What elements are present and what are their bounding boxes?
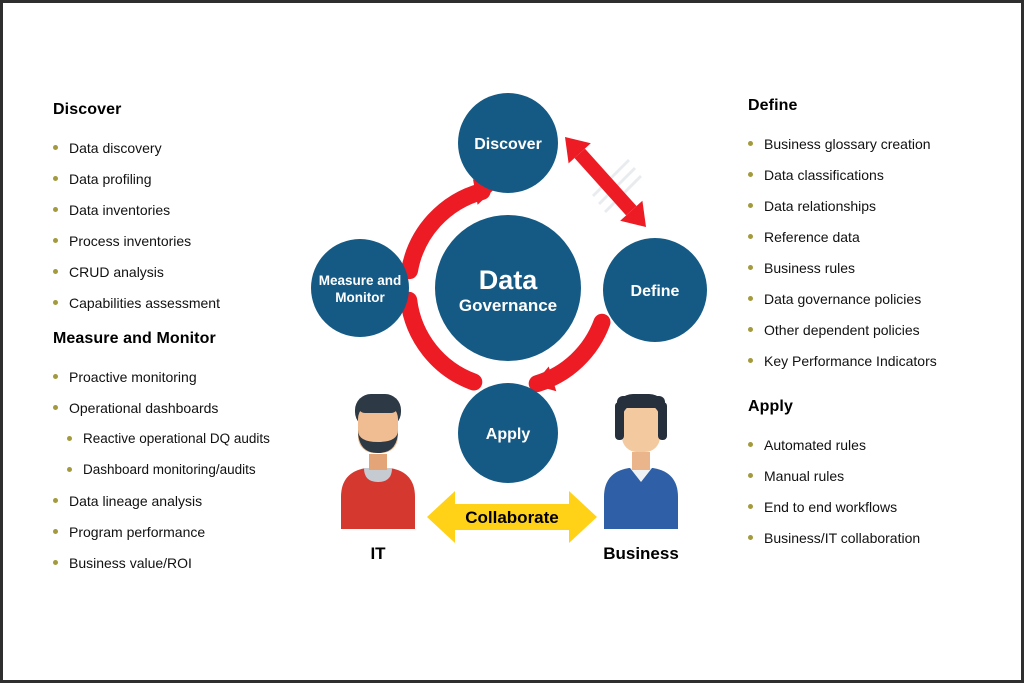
cycle-arrowheads (473, 179, 557, 392)
node-discover-label: Discover (474, 136, 542, 153)
it-face (358, 403, 398, 453)
list-item: Business rules (748, 252, 988, 283)
define-list: Business glossary creation Data classifi… (748, 128, 988, 376)
list-item: Data classifications (748, 159, 988, 190)
list-item: Program performance (53, 516, 315, 547)
left-panel: Discover Data discovery Data profiling D… (53, 101, 315, 578)
bullet-icon (53, 498, 58, 503)
node-measure-monitor: Measure and Monitor (311, 239, 409, 337)
bullet-icon (53, 176, 58, 181)
list-item: Data relationships (748, 190, 988, 221)
bullet-icon (748, 358, 753, 363)
list-item: Business value/ROI (53, 547, 315, 578)
it-collar (364, 468, 392, 482)
apply-list: Automated rules Manual rules End to end … (748, 429, 988, 553)
node-apply: Apply (458, 383, 558, 483)
collaborate-label: Collaborate (465, 508, 559, 527)
right-panel: Define Business glossary creation Data c… (748, 97, 988, 553)
it-label: IT (370, 544, 386, 563)
bullet-icon (53, 269, 58, 274)
discover-define-double-arrow (565, 137, 646, 227)
list-item: Data lineage analysis (53, 485, 315, 516)
list-item: Process inventories (53, 225, 315, 256)
list-item: Key Performance Indicators (748, 345, 988, 376)
arrowhead-to-apply (533, 366, 557, 392)
list-item: Capabilities assessment (53, 287, 315, 318)
bullet-icon (53, 238, 58, 243)
list-item: Data inventories (53, 194, 315, 225)
measure-monitor-list: Proactive monitoring Operational dashboa… (53, 361, 315, 578)
node-define: Define (603, 238, 707, 342)
bullet-icon (53, 560, 58, 565)
bullet-icon (748, 296, 753, 301)
bullet-icon (748, 141, 753, 146)
bullet-icon (53, 300, 58, 305)
list-item-sub: Reactive operational DQ audits (53, 423, 315, 454)
node-discover: Discover (458, 93, 558, 193)
business-neck (632, 452, 650, 470)
section-title-define: Define (748, 97, 798, 114)
business-collar (630, 468, 652, 482)
bullet-icon (67, 467, 72, 472)
center-label-line1: Data (479, 265, 539, 295)
bullet-icon (748, 473, 753, 478)
bullet-icon (53, 145, 58, 150)
list-item: Business/IT collaboration (748, 522, 988, 553)
business-hair-side-right (658, 402, 667, 440)
bullet-icon (53, 529, 58, 534)
business-face (622, 404, 660, 452)
bullet-icon (53, 207, 58, 212)
list-item: Other dependent policies (748, 314, 988, 345)
list-item: End to end workflows (748, 491, 988, 522)
list-item: Proactive monitoring (53, 361, 315, 392)
it-person-avatar (341, 394, 415, 529)
bullet-icon (748, 504, 753, 509)
list-item-sub: Dashboard monitoring/audits (53, 454, 315, 485)
section-title-apply: Apply (748, 398, 793, 415)
it-beard (358, 430, 398, 453)
list-item: Automated rules (748, 429, 988, 460)
bullet-icon (748, 327, 753, 332)
business-shirt (604, 468, 678, 529)
section-title-measure-monitor: Measure and Monitor (53, 330, 216, 347)
collaborate-arrow: Collaborate (427, 491, 597, 543)
business-label: Business (603, 544, 679, 563)
list-item: Manual rules (748, 460, 988, 491)
arrowhead-to-discover (473, 179, 495, 205)
bullet-icon (53, 374, 58, 379)
node-measure-label-line2: Monitor (335, 290, 385, 305)
bullet-icon (53, 405, 58, 410)
list-item: Reference data (748, 221, 988, 252)
node-measure-label-line1: Measure and (319, 273, 402, 288)
bullet-icon (748, 172, 753, 177)
it-hair-front (358, 399, 398, 413)
section-title-discover: Discover (53, 101, 122, 118)
cycle-diagram: Data Governance Discover Define Apply Me… (311, 93, 707, 563)
business-person-avatar (604, 394, 678, 529)
list-item: Data discovery (53, 132, 315, 163)
bullet-icon (748, 203, 753, 208)
it-neck (369, 454, 387, 470)
arc-apply-to-measure (400, 291, 483, 391)
center-label-line2: Governance (459, 296, 557, 315)
list-item: CRUD analysis (53, 256, 315, 287)
bullet-icon (748, 234, 753, 239)
business-hair-side-left (615, 402, 624, 440)
bullet-icon (748, 535, 753, 540)
collaborate-arrow-shape (427, 491, 597, 543)
list-item: Data profiling (53, 163, 315, 194)
node-define-label: Define (631, 283, 680, 300)
discover-list: Data discovery Data profiling Data inven… (53, 132, 315, 318)
node-data-governance: Data Governance (435, 215, 581, 361)
arc-measure-to-discover (401, 182, 491, 280)
list-item: Data governance policies (748, 283, 988, 314)
node-apply-label: Apply (486, 426, 531, 443)
list-item: Business glossary creation (748, 128, 988, 159)
business-bangs (617, 396, 665, 408)
bullet-icon (67, 436, 72, 441)
bullet-icon (748, 442, 753, 447)
list-item: Operational dashboards (53, 392, 315, 423)
it-shirt (341, 468, 415, 529)
bullet-icon (748, 265, 753, 270)
